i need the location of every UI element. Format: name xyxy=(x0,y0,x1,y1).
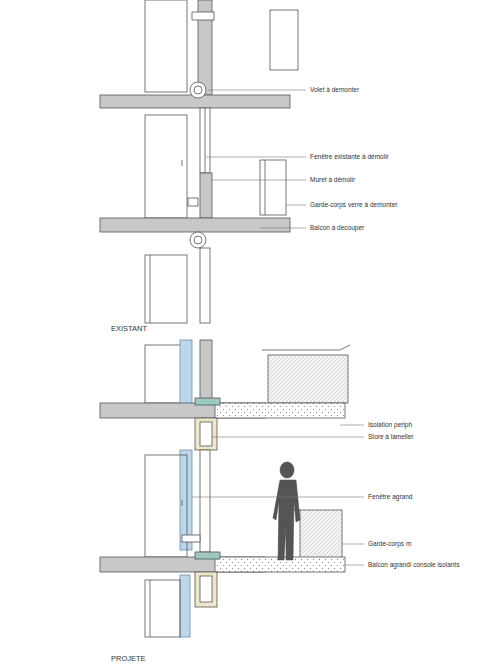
drawing-title: PROJETE xyxy=(110,654,147,663)
callout-label: Fenêtre existante à démolir xyxy=(309,153,390,161)
drawing-title: EXISTANT xyxy=(110,324,148,333)
callout-label: Muret à démolir xyxy=(309,176,356,184)
callout-label: Isolation periph xyxy=(367,421,413,429)
person-figure xyxy=(273,462,300,560)
callout-label: Balcon à decouper xyxy=(309,224,365,232)
callout-label: Fenêtre agrand xyxy=(367,493,413,501)
callout-label: Store à lameller xyxy=(367,433,415,441)
callout-label: Volet à demonter xyxy=(309,86,360,94)
callout-label: Garde-corps m xyxy=(367,540,412,548)
callout-label: Garde-corps verre à demonter xyxy=(309,201,398,209)
callout-label: Balcon agrandi console isolants xyxy=(367,561,489,569)
